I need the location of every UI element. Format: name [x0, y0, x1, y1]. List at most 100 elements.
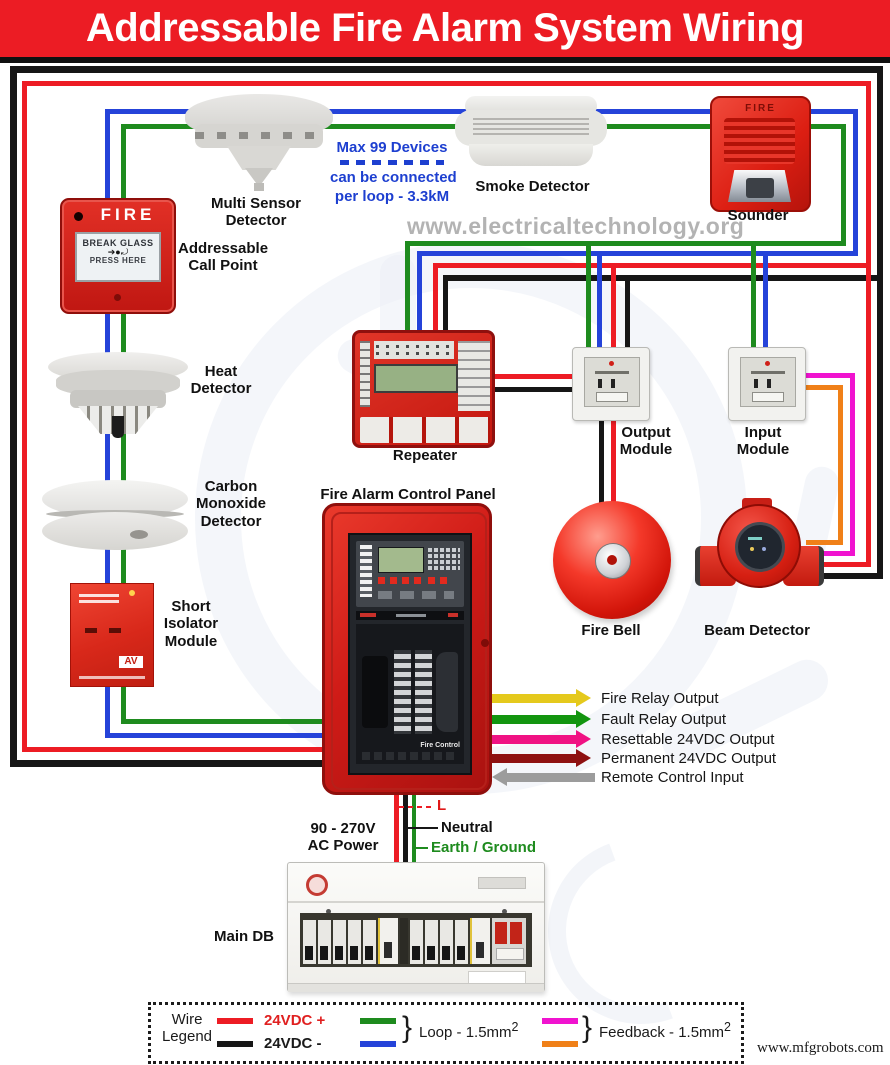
panel-display-unit: [356, 541, 464, 607]
breaker: [348, 920, 361, 964]
repeater: [352, 330, 495, 448]
legend-24vdc-minus-label: 24VDC -: [264, 1035, 322, 1052]
wire-legend: Wire Legend 24VDC + 24VDC - } Loop - 1.5…: [148, 1002, 744, 1064]
wire-red-left: [22, 81, 27, 752]
wire-repeater-green: [405, 241, 410, 335]
panel-window: Fire Control: [348, 533, 472, 775]
call-point-led: [74, 212, 83, 221]
wire-inputmod-blue: [763, 251, 768, 353]
pointer-live: [399, 806, 433, 808]
isolator-led: [129, 590, 135, 596]
sounder: FIRE: [710, 96, 811, 212]
sounder-horn-core: [746, 178, 774, 198]
call-point-glass: BREAK GLASS ➔●⤾ PRESS HERE: [75, 232, 161, 282]
wire-bell-red: [611, 415, 616, 512]
legend-feedback-text: Feedback - 1.5mm: [599, 1024, 725, 1041]
panel-text-row: [378, 591, 454, 599]
isolator-terminals: [109, 628, 121, 633]
smoke-vents: [473, 118, 589, 138]
module-led: [609, 361, 614, 366]
db-screw: [326, 909, 331, 914]
legend-loop-label: Loop - 1.5mm2: [419, 1020, 519, 1041]
wire-red-bottom: [22, 747, 330, 752]
breaker: [333, 920, 346, 964]
detector-stem: [254, 183, 264, 191]
panel-red-buttons: [378, 577, 422, 584]
arrow-permanent-24vdc-head: [576, 749, 591, 767]
module-terminal: [611, 379, 615, 388]
beam-lens: [735, 522, 785, 572]
db-screw: [502, 909, 507, 914]
breaker: [440, 920, 453, 964]
permanent-24vdc-output-label: Permanent 24VDC Output: [601, 750, 777, 767]
isolator-terminals: [85, 628, 97, 633]
arrow-fault-relay: [492, 715, 576, 724]
detector-band: [195, 124, 323, 148]
main-db-label: Main DB: [214, 928, 274, 945]
wire-outputmod-red: [611, 263, 616, 375]
isolator-logo: AV: [119, 656, 143, 668]
output-module: [572, 347, 650, 421]
smoke-base: [469, 144, 593, 166]
wire-bell-black: [599, 415, 604, 512]
breaker: [425, 920, 438, 964]
remote-control-input-label: Remote Control Input: [601, 769, 744, 786]
call-point-screw: [114, 294, 121, 301]
sounder-label: Sounder: [727, 207, 789, 224]
wire-blue-mid: [417, 251, 858, 256]
wire-black-mid: [443, 275, 883, 281]
short-isolator-module: AV: [70, 583, 154, 687]
module-markings: [595, 371, 629, 374]
wire-power-earth: [412, 793, 416, 869]
neutral-label: Neutral: [441, 819, 493, 836]
wire-outputmod-black: [625, 275, 630, 375]
beam-detector: [695, 498, 824, 602]
cabinet-terminal-column: [415, 650, 432, 734]
detector-cone: [245, 168, 273, 184]
earth-ground-label: Earth / Ground: [431, 839, 536, 856]
panel-keypad: [426, 546, 460, 572]
addressable-call-point: FIRE BREAK GLASS ➔●⤾ PRESS HERE: [60, 198, 176, 314]
wire-black-bottom: [10, 760, 330, 767]
call-point-fire-text: FIRE: [100, 205, 156, 224]
wire-orange-right: [838, 385, 843, 545]
fire-bell-label: Fire Bell: [581, 622, 641, 639]
pointer-neutral: [408, 827, 438, 829]
legend-swatch-loop-blue: [360, 1041, 396, 1047]
panel-lcd: [378, 547, 424, 573]
module-slot: [752, 392, 784, 402]
multi-sensor-detector-label: Multi Sensor Detector: [210, 195, 301, 230]
arrow-resettable-24vdc: [492, 735, 576, 744]
smoke-detector: [455, 96, 607, 174]
wire-green-right: [841, 124, 846, 246]
legend-swatch-loop-green: [360, 1018, 396, 1024]
cabinet-terminal-column: [394, 650, 411, 734]
module-markings: [751, 371, 785, 374]
bell-hub: [595, 543, 631, 579]
breaker: [363, 920, 376, 964]
legend-loop-brace: }: [402, 1011, 413, 1044]
breaker: [410, 920, 423, 964]
panel-door-lock: [481, 639, 489, 647]
lens-indicator: [748, 537, 762, 540]
legend-loop-sup: 2: [511, 1020, 519, 1034]
arrow-remote-control: [507, 773, 595, 782]
loop-note-line2: can be connected: [330, 169, 457, 186]
panel-led-strip: [360, 545, 372, 597]
wire-blue-bottom: [105, 733, 330, 738]
repeater-label: Repeater: [392, 447, 458, 464]
wire-repeater-red: [433, 263, 438, 335]
wire-outputmod-blue: [597, 251, 602, 375]
wire-repeater-blue: [417, 251, 422, 335]
arrow-fire-relay: [492, 694, 576, 703]
breaker-gap: [400, 918, 408, 964]
heat-tip: [112, 416, 124, 438]
brand-mark: [396, 614, 426, 617]
legend-swatch-24vdc-minus: [217, 1041, 253, 1047]
panel-screen-text: Fire Control: [420, 742, 460, 749]
panel-red-buttons: [428, 577, 452, 584]
wire-black-right: [877, 66, 883, 579]
carbon-monoxide-detector-label: Carbon Monoxide Detector: [196, 478, 266, 530]
wire-red-mid: [433, 263, 871, 268]
wire-beam-red: [806, 562, 871, 567]
